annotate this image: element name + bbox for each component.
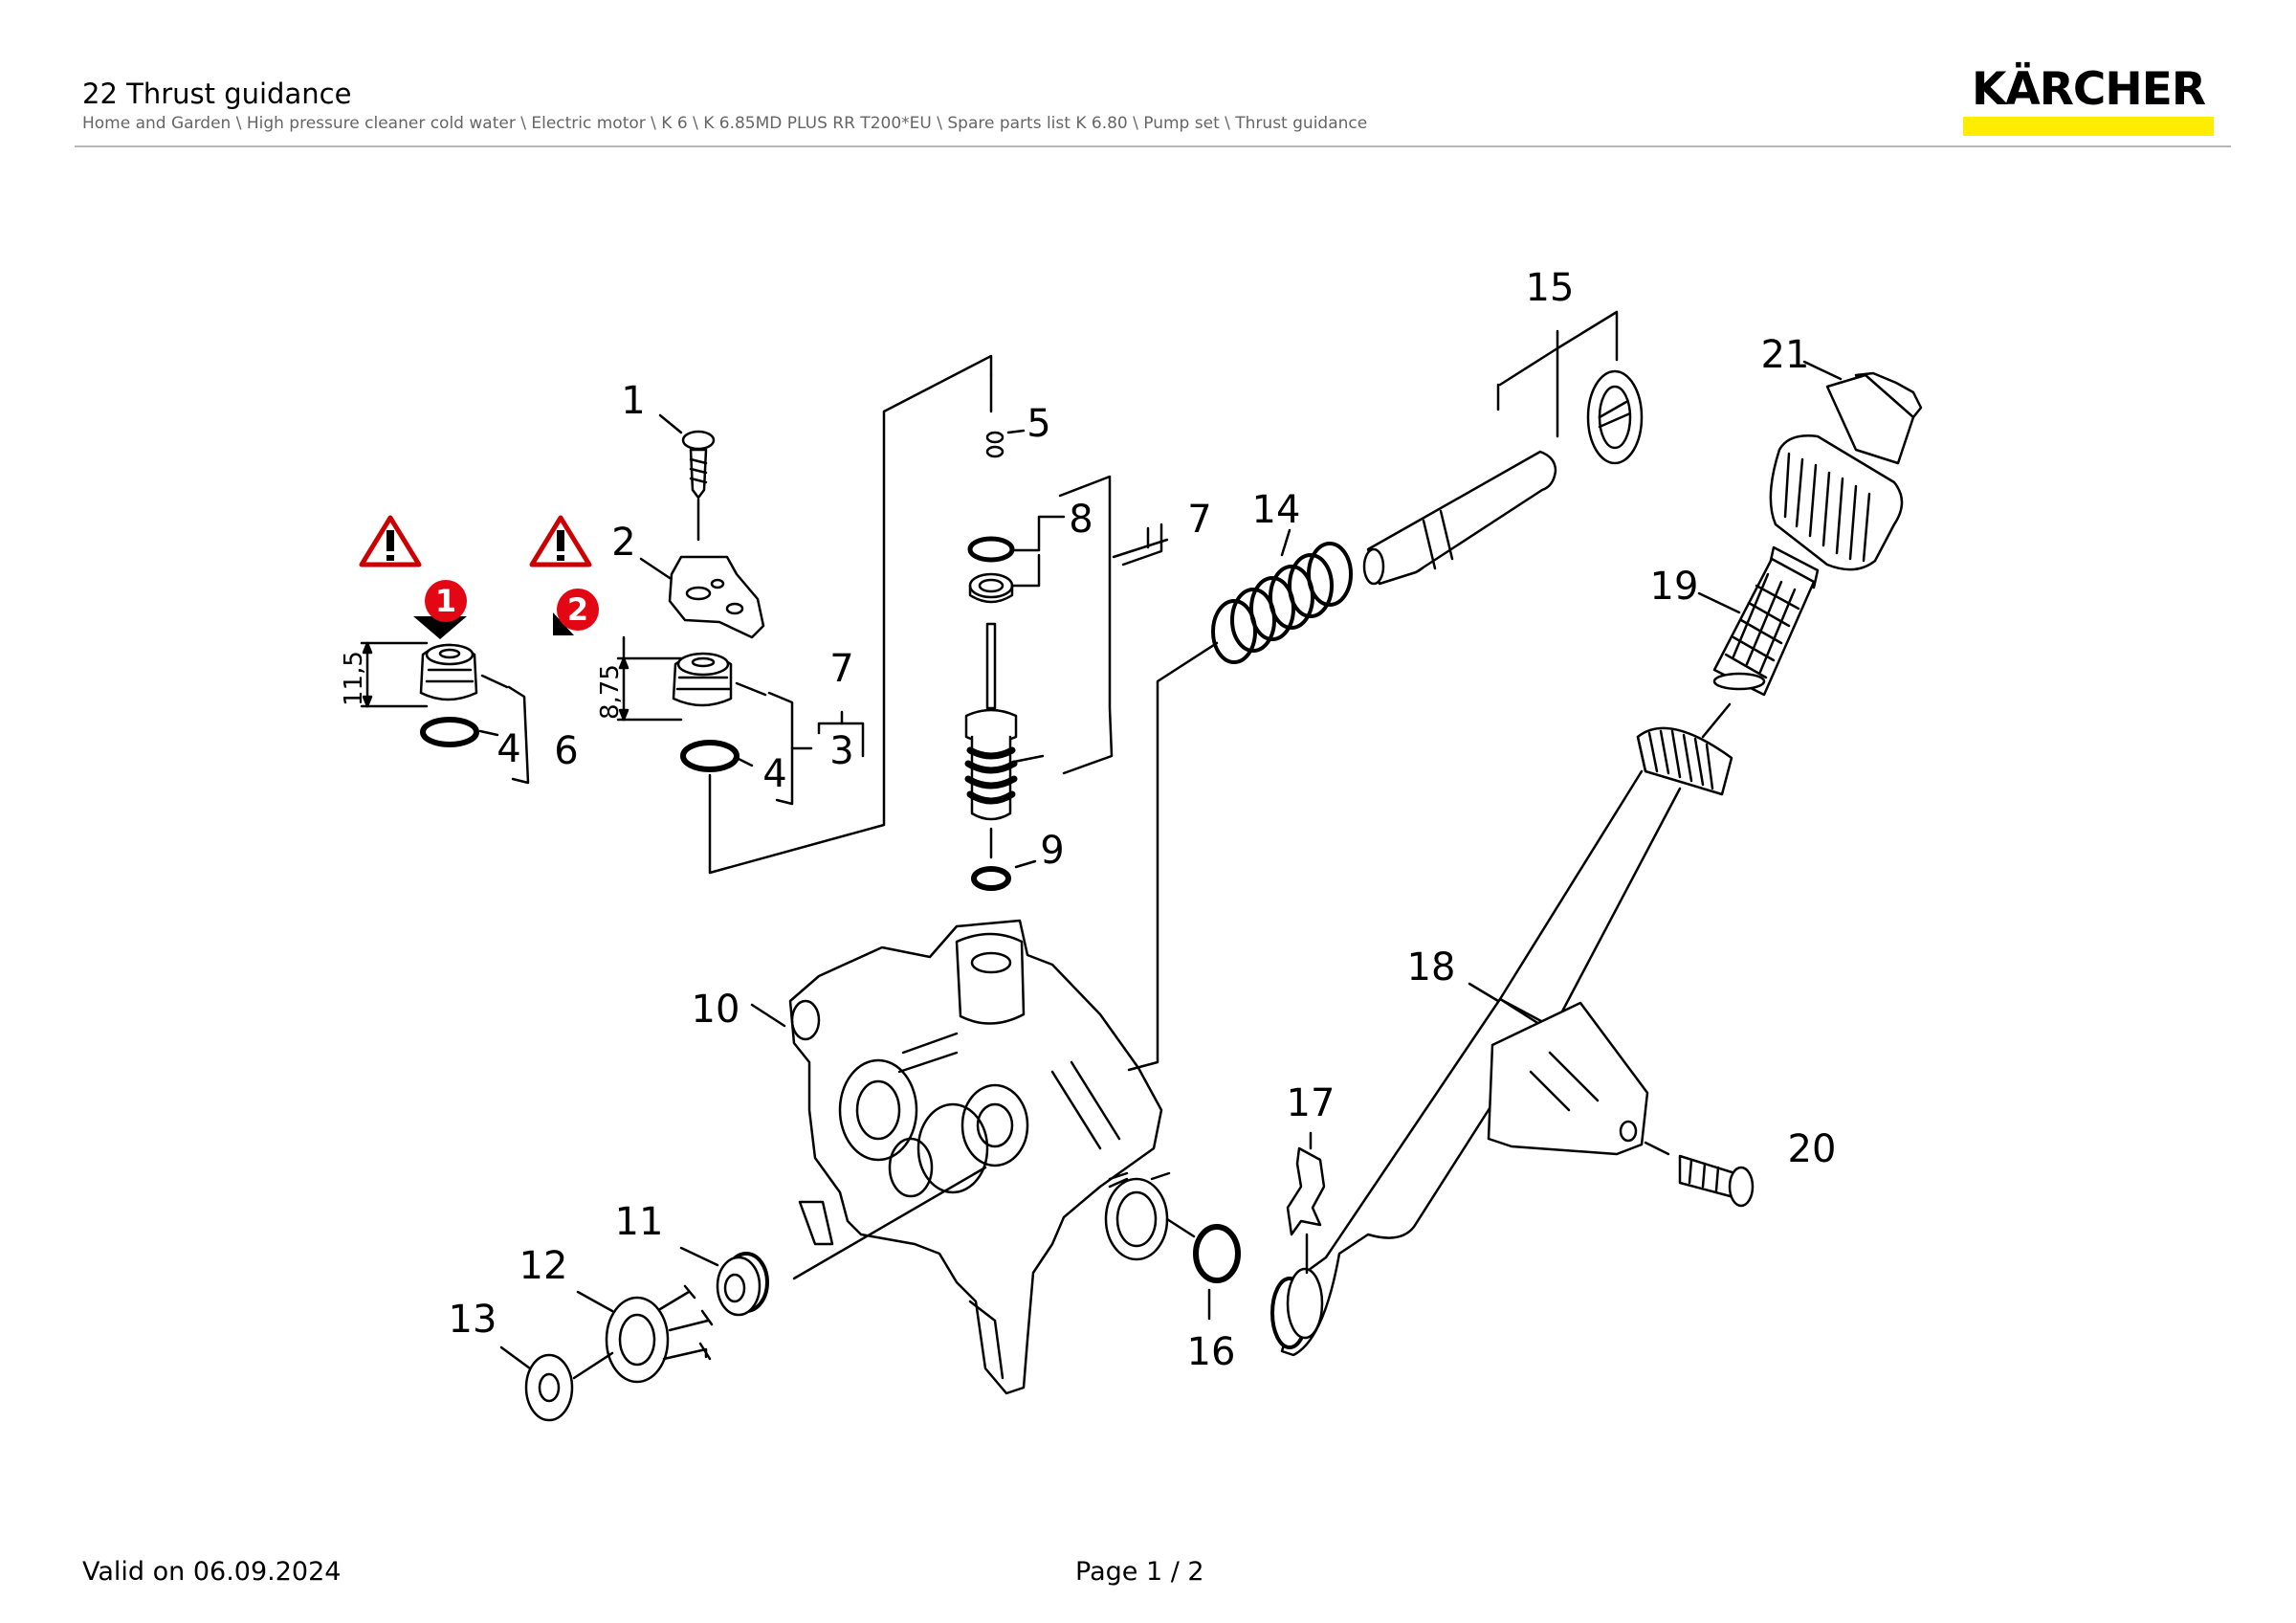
callout-13: 13 [449,1298,497,1342]
callout-14: 14 [1252,488,1301,532]
callout-20: 20 [1788,1127,1837,1171]
warning-icon [359,515,422,567]
dimension-label-8-75: 8,75 [596,664,625,720]
marker-1-icon [413,580,467,639]
label-part-17 [1286,1146,1326,1236]
piston-valve-stem [964,622,1018,821]
valve-part-6 [419,643,479,747]
callout-16: 16 [1187,1330,1236,1374]
callout-12: 12 [519,1244,568,1288]
nut-part-16-left [1104,1171,1171,1261]
filter-part-19 [1712,545,1820,697]
spring-part-14 [1211,542,1353,664]
piston-rod-part-15 [1362,369,1644,586]
logo-wordmark: KÄRCHER [1971,63,2206,116]
callout-6: 6 [554,729,578,773]
callout-19: 19 [1650,565,1699,609]
valve-part-3 [672,652,740,772]
o-ring-part-9 [971,866,1011,891]
callout-7-right: 7 [1187,498,1211,542]
callout-4-middle: 4 [762,752,786,796]
callout-8: 8 [1069,498,1093,542]
callout-10: 10 [692,988,740,1032]
page-title: 22 Thrust guidance [82,78,352,110]
callout-1: 1 [621,379,645,423]
o-ring-part-8 [967,536,1015,604]
plate-part-2 [668,555,765,639]
callout-3: 3 [829,729,853,773]
marker-2-icon [553,589,599,635]
header-divider [75,145,2231,147]
o-ring-part-16 [1193,1224,1241,1283]
dimension-11-5 [360,641,429,708]
seal-part-11 [716,1252,769,1317]
warning-icon [529,515,592,567]
dimension-label-11-5: 11,5 [340,651,368,706]
screw-part-1 [681,430,716,500]
hose-connector-part-21 [1769,371,1923,571]
washer-part-13 [524,1353,574,1422]
screw-part-20 [1678,1154,1755,1208]
karcher-logo: KÄRCHER [1963,63,2214,138]
marker-1-label: 1 [435,583,456,619]
pipe-part-18 [1270,726,1733,1357]
callout-15: 15 [1526,266,1575,310]
pump-housing-part-10 [788,919,1163,1395]
marker-2-label: 2 [567,591,588,628]
callout-21: 21 [1761,333,1810,377]
logo-yellow-bar [1963,117,2214,136]
valid-date: Valid on 06.09.2024 [82,1557,342,1587]
o-ring-part-5 [985,431,1004,458]
callout-17: 17 [1287,1081,1336,1125]
seal-holder-part-12 [605,1284,714,1384]
callout-2: 2 [611,521,635,565]
callout-7-left: 7 [829,647,853,691]
callout-9: 9 [1040,829,1064,873]
callout-11: 11 [615,1200,664,1244]
callout-4-left: 4 [497,727,520,771]
callout-5: 5 [1027,402,1050,446]
dimension-8-75 [616,635,683,722]
callout-18: 18 [1407,945,1456,989]
page-number: Page 1 / 2 [1075,1557,1204,1587]
breadcrumb[interactable]: Home and Garden \ High pressure cleaner … [82,114,1368,133]
